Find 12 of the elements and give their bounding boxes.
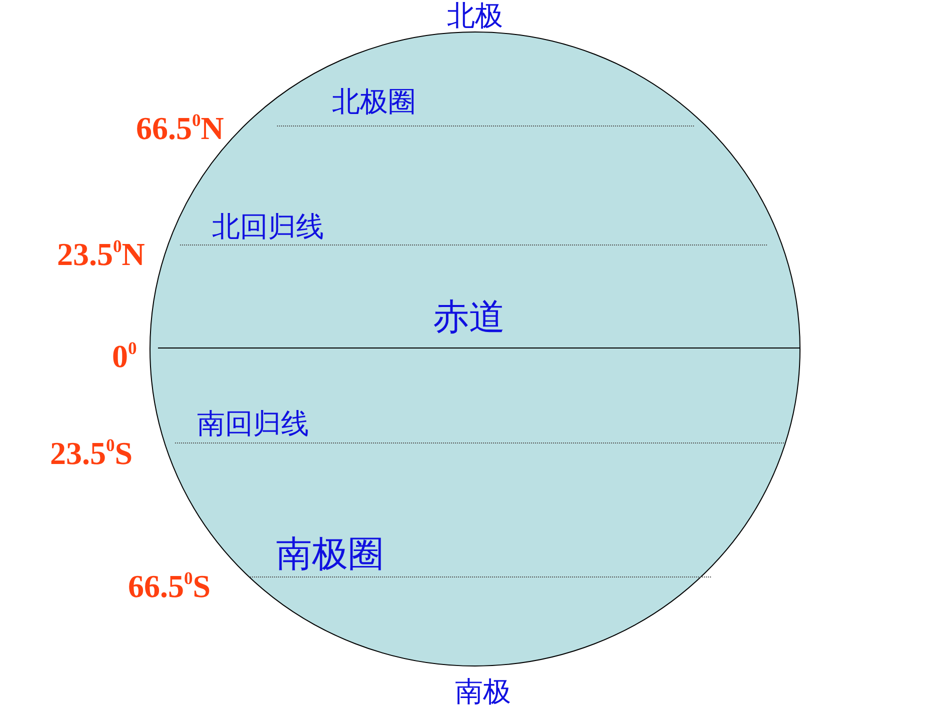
latitude-label: 66.5$^{0}$S [128,570,211,602]
latitude-label: 66.5$^{0}$N [136,112,224,144]
pole-label: 北极 [447,2,503,30]
latitude-label: 23.5$^{0}$S [50,437,133,469]
pole-label: 南极 [455,678,511,706]
latitude-label: 23.5$^{0}$N [57,238,145,270]
latitude-label: 0$^{0}$ [112,340,137,372]
equator-label: 赤道 [433,300,505,336]
tropic-label: 南回归线 [197,410,309,438]
tropic-label: 北回归线 [212,213,324,241]
circle-label: 北极圈 [332,88,416,116]
circle-label: 南极圈 [276,537,384,573]
